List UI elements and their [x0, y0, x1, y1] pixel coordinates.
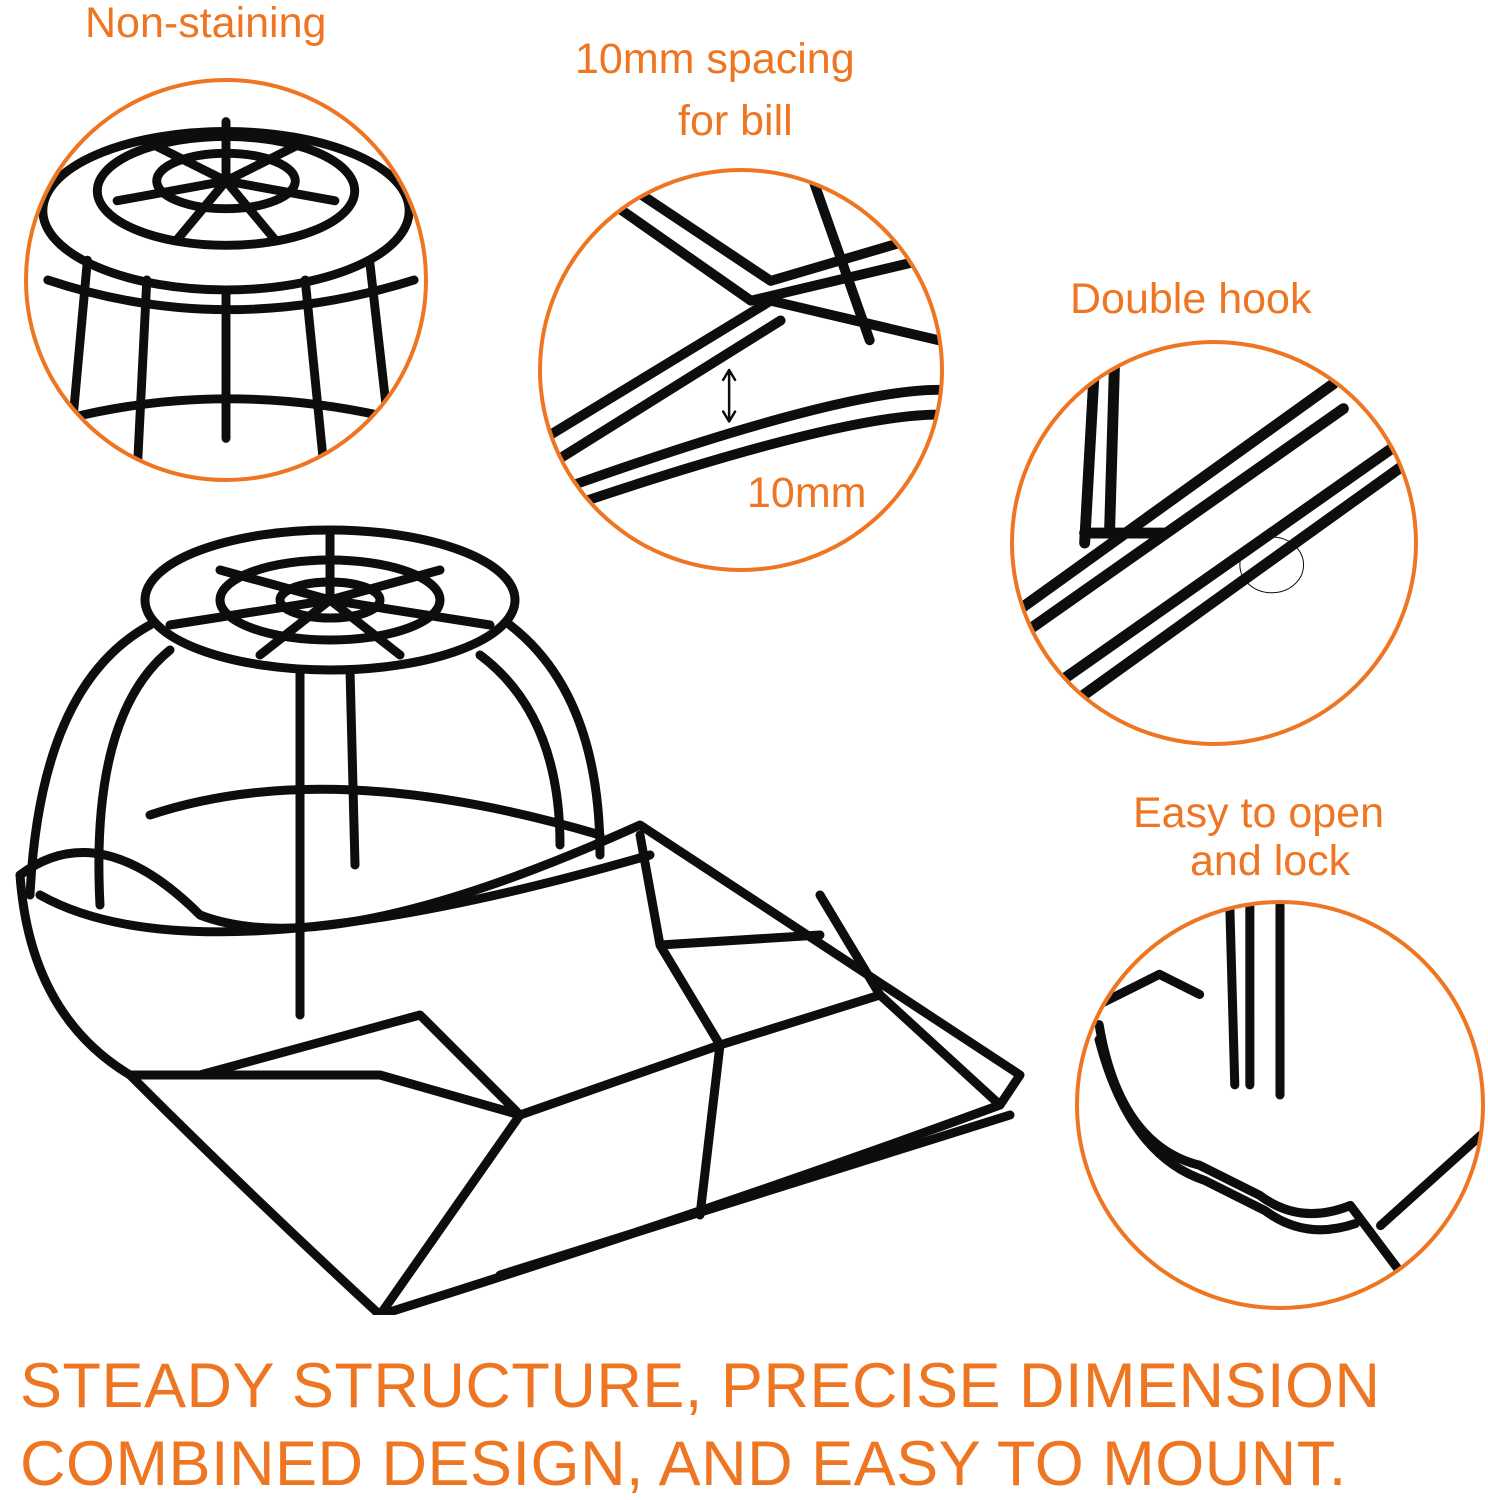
headline-line1: STEADY STRUCTURE, PRECISE DIMENSION	[20, 1351, 1381, 1421]
bill-spacing-detail-image	[542, 172, 940, 514]
label-open-lock-line1: Easy to open	[1133, 789, 1385, 837]
label-double-hook: Double hook	[1070, 275, 1312, 323]
detail-circle-top-dome	[24, 78, 428, 482]
headline-line2: COMBINED DESIGN, AND EASY TO MOUNT.	[20, 1429, 1347, 1499]
label-spacing-line2: for bill	[678, 97, 793, 145]
label-open-lock-line2: and lock	[1190, 837, 1351, 885]
cap-washer-cage-image	[0, 515, 1040, 1315]
label-spacing-line1: 10mm spacing	[575, 35, 855, 83]
open-lock-detail-image	[1094, 904, 1481, 1291]
detail-circle-open-lock	[1075, 900, 1485, 1310]
label-10mm-measure: 10mm	[747, 469, 867, 517]
label-non-staining: Non-staining	[85, 0, 327, 47]
detail-circle-double-hook	[1010, 340, 1418, 746]
double-hook-detail-image	[1014, 358, 1414, 718]
cage-dome-detail-image	[38, 117, 419, 478]
detail-circle-bill-spacing: 10mm	[538, 168, 944, 572]
